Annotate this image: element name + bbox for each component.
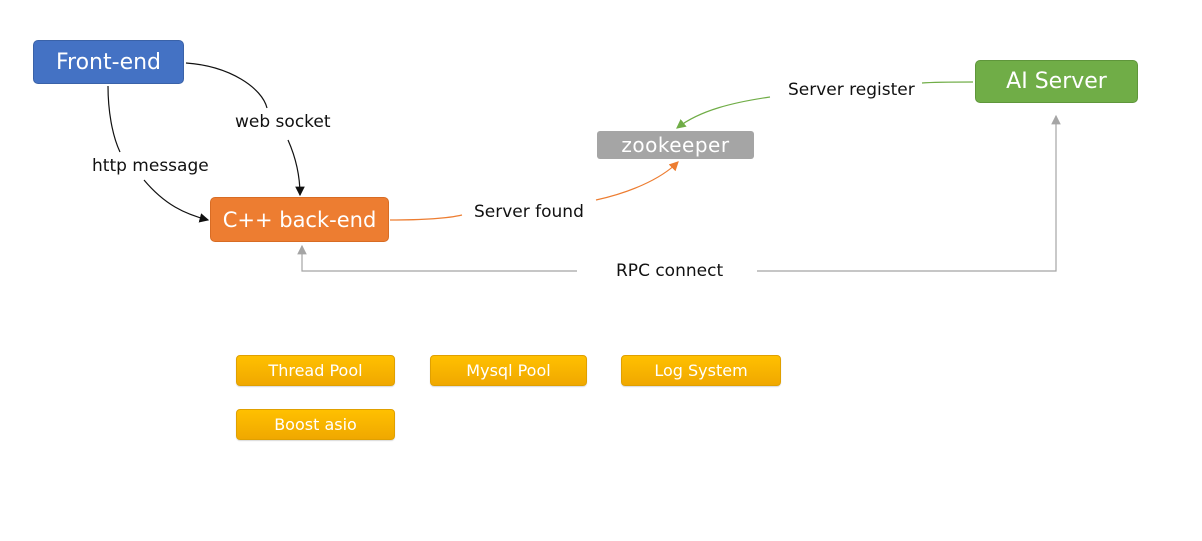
http-message-label: http message bbox=[92, 156, 209, 176]
zookeeper-node: zookeeper bbox=[597, 131, 754, 159]
edge-rpc-right bbox=[757, 114, 1061, 272]
frontend-node: Front-end bbox=[33, 40, 184, 84]
edge-web-socket-head bbox=[287, 139, 305, 197]
edge-rpc-left bbox=[297, 244, 577, 272]
ai-server-node: AI Server bbox=[975, 60, 1138, 103]
rpc-connect-label: RPC connect bbox=[616, 261, 724, 281]
web-socket-label: web socket bbox=[235, 112, 331, 132]
edge-server-register bbox=[921, 81, 974, 84]
mysql-pool-box: Mysql Pool bbox=[430, 355, 587, 386]
edge-http-message bbox=[107, 85, 121, 153]
edge-server-register-head bbox=[676, 96, 771, 129]
server-found-label: Server found bbox=[474, 202, 584, 222]
edge-server-found bbox=[389, 214, 463, 221]
edge-web-socket bbox=[185, 62, 268, 109]
edge-server-found-head bbox=[595, 161, 679, 201]
boost-asio-box: Boost asio bbox=[236, 409, 395, 440]
backend-node: C++ back-end bbox=[210, 197, 389, 242]
log-system-box: Log System bbox=[621, 355, 781, 386]
thread-pool-box: Thread Pool bbox=[236, 355, 395, 386]
edge-http-message-head bbox=[143, 179, 210, 223]
server-register-label: Server register bbox=[788, 80, 915, 100]
